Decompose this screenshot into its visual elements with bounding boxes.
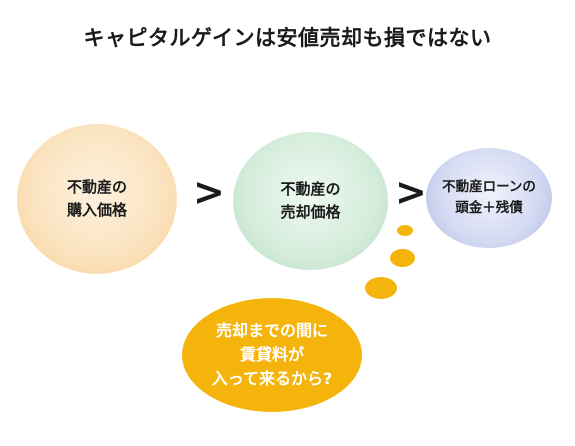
sale-price-line-2: 売却価格 <box>280 203 341 221</box>
thought-line-3: 入って来るから? <box>211 369 333 388</box>
sale-price-circle: 不動産の 売却価格 <box>233 132 388 270</box>
greater-than-symbol-2: > <box>395 170 427 214</box>
thought-dot-small <box>397 225 413 236</box>
greater-than-symbol-1: > <box>193 170 225 214</box>
purchase-price-circle: 不動産の 購入価格 <box>17 124 177 274</box>
sale-price-line-1: 不動産の <box>280 179 341 198</box>
loan-circle: 不動産ローンの 頭金＋残債 <box>426 148 552 248</box>
purchase-price-line-1: 不動産の <box>66 177 127 196</box>
thought-line-1: 売却までの間に <box>215 321 328 340</box>
thought-bubble: 売却までの間に 賃貸料が 入って来るから? <box>182 298 362 412</box>
purchase-price-line-2: 購入価格 <box>66 201 127 219</box>
page-title: キャピタルゲインは安値売却も損ではない <box>83 26 492 50</box>
thought-dot-large <box>365 277 397 299</box>
thought-line-2: 賃貸料が <box>239 345 304 364</box>
loan-line-1: 不動産ローンの <box>442 179 536 196</box>
thought-dot-medium <box>390 249 415 267</box>
loan-line-2: 頭金＋残債 <box>455 200 523 216</box>
